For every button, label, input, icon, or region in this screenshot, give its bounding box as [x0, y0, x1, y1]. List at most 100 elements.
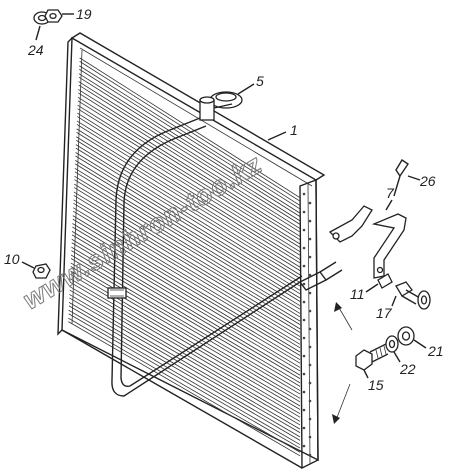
leader-24: [35, 25, 41, 41]
tube-line: [77, 108, 301, 248]
nut-19-washer-24: [33, 9, 63, 25]
tank-rivet: [308, 399, 312, 403]
tank-rivet: [302, 246, 306, 250]
tank-rivet: [308, 345, 312, 349]
tube-line: [69, 289, 301, 426]
tube-line: [71, 234, 301, 372]
tank-rivet: [302, 282, 306, 286]
leader-26: [407, 175, 421, 181]
tube-line: [73, 202, 301, 341]
tube-line: [71, 250, 301, 387]
tube-line: [71, 246, 301, 384]
leader-17: [391, 295, 397, 307]
tube-line: [72, 226, 301, 364]
tube-line: [75, 144, 301, 283]
tank-rivet: [308, 219, 312, 223]
radiator-core: [57, 32, 326, 470]
leader-1: [267, 131, 287, 141]
label-5: 5: [256, 73, 264, 89]
tube-line: [74, 171, 301, 310]
leader-7: [385, 199, 393, 211]
tank-rivet: [308, 309, 312, 313]
filler-neck: [199, 91, 243, 121]
tube-line: [70, 262, 301, 399]
tube-line: [77, 116, 301, 256]
tube-line: [71, 238, 301, 376]
tube-line: [68, 305, 301, 441]
bracket-7: [328, 205, 407, 279]
label-10: 10: [4, 251, 20, 267]
label-24: 24: [27, 42, 44, 58]
tank-rivet: [308, 417, 312, 421]
tube-line: [73, 183, 301, 322]
bolt-17: [395, 281, 431, 310]
tube-line: [72, 215, 301, 353]
tank-rivet: [302, 390, 306, 394]
tank-rivet: [302, 444, 306, 448]
tube-line: [76, 128, 301, 268]
leader-11: [365, 283, 379, 293]
tube-line: [78, 73, 301, 214]
tube-line: [77, 104, 301, 245]
leader-22: [393, 351, 401, 363]
tube-line: [76, 139, 301, 279]
clip-11: [377, 273, 393, 289]
assembly-arrows: [332, 302, 353, 424]
label-22: 22: [399, 361, 416, 377]
tube-line: [78, 84, 301, 225]
tube-line: [79, 68, 301, 210]
tank-rivet: [308, 291, 312, 295]
tube-line: [68, 301, 301, 438]
tank-rivet: [302, 408, 306, 412]
tank-rivet: [308, 201, 312, 205]
nut-10: [32, 263, 51, 279]
label-21: 21: [427, 343, 444, 359]
tube-line: [72, 207, 301, 345]
tank-rivet: [308, 363, 312, 367]
tube-line: [69, 286, 301, 422]
label-7: 7: [386, 185, 395, 201]
tube-line: [76, 120, 301, 260]
tube-line: [76, 136, 301, 276]
tube-line: [79, 65, 301, 206]
tube-line: [68, 309, 301, 445]
radiator-tubes: [68, 57, 301, 457]
tank-rivet: [302, 264, 306, 268]
tank-rivet: [302, 300, 306, 304]
tube-line: [74, 160, 301, 299]
tank-rivet: [308, 237, 312, 241]
tank-rivet: [302, 336, 306, 340]
label-19: 19: [76, 6, 92, 22]
bolt-15: [355, 343, 389, 371]
tube-line: [79, 57, 301, 199]
tube-line: [76, 132, 301, 271]
leader-10: [21, 261, 35, 269]
tube-line: [74, 163, 301, 302]
tank-rivet: [302, 372, 306, 376]
tube-line: [68, 313, 301, 449]
tube-line: [79, 61, 301, 202]
tube-line: [74, 175, 301, 314]
tube-line: [73, 199, 301, 337]
radiator-pipe: [107, 117, 343, 397]
tank-rivet: [308, 255, 312, 259]
label-1: 1: [290, 122, 298, 138]
washer-22: [385, 335, 399, 353]
tube-line: [74, 179, 301, 318]
tank-rivet: [308, 273, 312, 277]
tube-line: [70, 258, 301, 395]
tank-rivet: [308, 453, 312, 457]
tank-rivet: [302, 318, 306, 322]
tube-line: [69, 281, 301, 418]
tube-line: [75, 152, 301, 291]
tube-line: [74, 167, 301, 307]
label-11: 11: [350, 286, 365, 302]
leader-15: [363, 369, 369, 379]
label-26: 26: [419, 173, 436, 189]
tank-rivets: [302, 192, 312, 457]
tank-rivet: [308, 435, 312, 439]
tank-rivet: [302, 228, 306, 232]
tube-line: [68, 317, 301, 453]
tube-line: [70, 254, 301, 391]
